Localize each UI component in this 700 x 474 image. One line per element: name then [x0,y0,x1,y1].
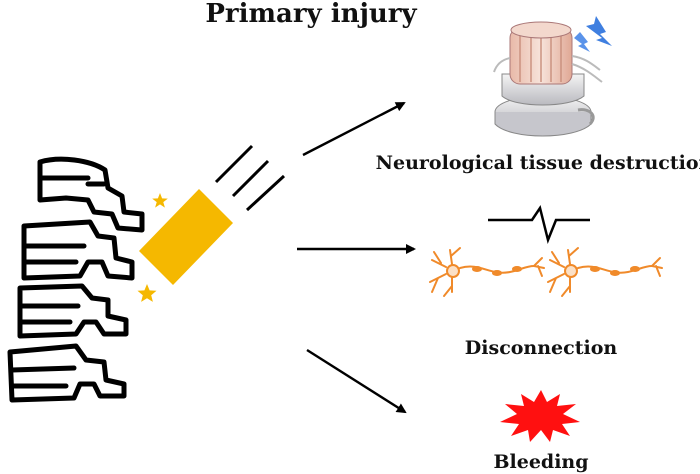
impact-star-icon [152,193,168,208]
outcome-label-bleeding: Bleeding [493,451,588,473]
arrow-to-bleeding [306,348,407,414]
neurons-signal-icon [429,247,663,297]
diagram-title: Primary injury [205,0,417,29]
spinal-cord-lightning-icon [493,16,612,137]
blood-burst-icon [500,390,580,442]
arrow-to-tissue-destruction [302,101,406,157]
impact-block-icon [139,189,233,285]
motion-lines-icon [214,144,286,212]
vertebral-column-icon [7,156,145,403]
outcome-label-tissue-destruction: Neurological tissue destruction [376,152,700,174]
outcome-label-disconnection: Disconnection [465,337,618,359]
impact-star-icon [137,284,157,302]
signal-disruption-icon [488,204,590,245]
